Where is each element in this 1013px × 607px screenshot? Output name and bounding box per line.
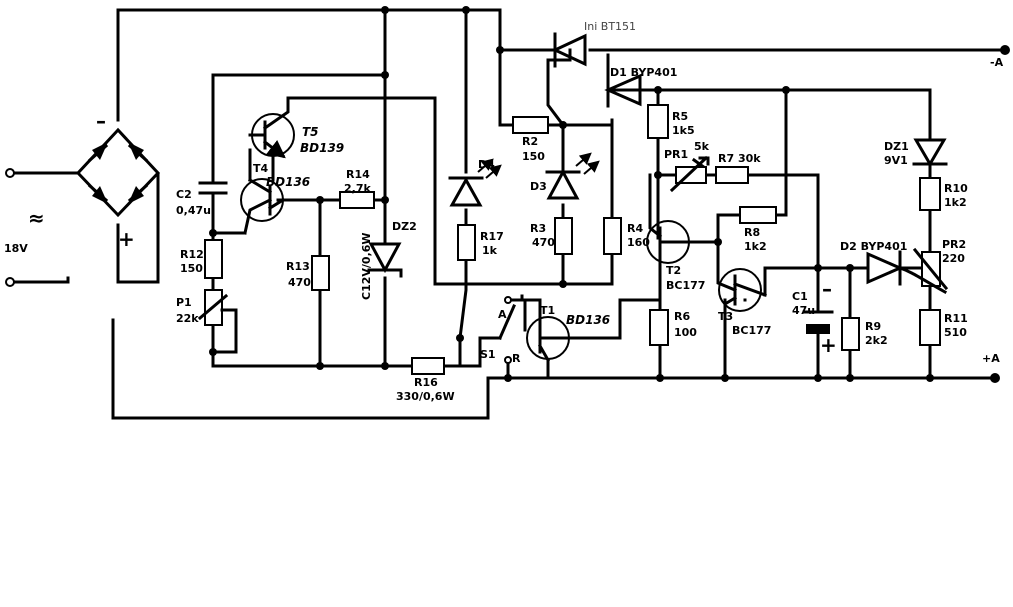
r17-name: R17: [480, 230, 504, 243]
ac-input-terminals: [5, 168, 15, 287]
r13-value: 470: [288, 276, 311, 289]
p1-value: 22k: [176, 312, 199, 325]
r2-name: R2: [522, 135, 538, 148]
d1-label: D1 BYP401: [610, 66, 677, 79]
c2-name: C2: [176, 188, 192, 201]
junction-dots: [209, 6, 1010, 383]
r10-value: 1k2: [944, 196, 967, 209]
t1-value: BD136: [566, 313, 610, 327]
d2-label: D2 BYP401: [840, 240, 907, 253]
r17-value: 1k: [482, 244, 498, 257]
r12-value: 150: [180, 262, 203, 275]
output-neg-label: -A: [990, 56, 1004, 69]
pr2-value: 220: [942, 252, 965, 265]
dz2-value: C12V/0,6W: [360, 232, 373, 300]
resistors: [204, 104, 941, 375]
r2-value: 150: [522, 150, 545, 163]
r12-name: R12: [180, 248, 204, 261]
transistor-t5: [248, 96, 295, 159]
t4-value: BD136: [266, 175, 310, 189]
r10-name: R10: [944, 182, 968, 195]
r5-value: 1k5: [672, 124, 695, 137]
capacitor-c2: [198, 181, 228, 218]
s1-name: S1: [480, 348, 496, 361]
c1-value: 47u: [792, 304, 815, 317]
r14-value: 2,7k: [344, 182, 371, 195]
r4-name: R4: [627, 222, 643, 235]
r11-name: R11: [944, 312, 968, 325]
r9-value: 2k2: [865, 334, 888, 347]
s1-r-label: R: [512, 352, 521, 365]
ac-symbol: ≈: [28, 206, 45, 230]
t4-name: T4: [253, 162, 269, 175]
r11-value: 510: [944, 326, 967, 339]
r8-name: R8: [744, 226, 760, 239]
s1-a-label: A: [498, 308, 507, 321]
r9-name: R9: [865, 320, 881, 333]
c1-minus: –: [822, 277, 832, 301]
bridge-plus-label: +: [118, 227, 135, 251]
r16-value: 330/0,6W: [396, 390, 455, 403]
r16-name: R16: [414, 376, 438, 389]
transistor-t4: [240, 177, 286, 235]
c1-name: C1: [792, 290, 808, 303]
diode-d2: [866, 250, 904, 286]
r3-value: 470: [532, 236, 555, 249]
t5-value: BD139: [300, 141, 344, 155]
d4-label: D4: [478, 158, 495, 171]
t3-name: T3: [718, 310, 733, 323]
thyristor-label: Ini BT151: [584, 20, 636, 33]
zener-dz2: [367, 188, 403, 278]
bridge-minus-label: –: [96, 109, 106, 133]
t1-name: T1: [540, 304, 555, 317]
zener-dz1: [912, 138, 948, 167]
potentiometers: [197, 155, 949, 354]
r8-value: 1k2: [744, 240, 767, 253]
dz1-name: DZ1: [884, 140, 909, 153]
led-d4: [448, 158, 502, 207]
t2-name: T2: [666, 264, 681, 277]
r14-name: R14: [346, 168, 370, 181]
r3-name: R3: [530, 222, 546, 235]
bridge-rectifier: [75, 127, 161, 218]
capacitor-c1: [802, 310, 834, 334]
p1-name: P1: [176, 296, 192, 309]
transistor-t2: [646, 173, 692, 264]
pr1-name: PR1: [664, 148, 688, 161]
c1-plus: +: [820, 333, 837, 357]
switch-s1: [498, 296, 516, 364]
labels: 18V ≈ – + -A +A Ini BT151 D1 BYP401 R5 1…: [4, 20, 1004, 403]
t3-value: BC177: [732, 324, 771, 337]
diode-d1: [604, 72, 642, 108]
r6-value: 100: [674, 326, 697, 339]
transistor-t1: [526, 316, 572, 363]
dz2-name: DZ2: [392, 220, 417, 233]
r4-value: 160: [627, 236, 650, 249]
transistor-t3: [716, 241, 767, 312]
led-d3: [545, 152, 600, 200]
c2-value: 0,47u: [176, 204, 211, 217]
output-pos-label: +A: [982, 352, 1000, 365]
thyristor: [551, 32, 587, 68]
r13-name: R13: [286, 260, 310, 273]
d3-label: D3: [530, 180, 547, 193]
t2-value: BC177: [666, 279, 705, 292]
pr2-name: PR2: [942, 238, 966, 251]
dz1-value: 9V1: [884, 154, 908, 167]
r7-label: R7 30k: [718, 152, 761, 165]
t5-name: T5: [302, 125, 319, 139]
r5-name: R5: [672, 110, 688, 123]
pr1-value: 5k: [694, 140, 710, 153]
supply-voltage-label: 18V: [4, 242, 28, 255]
r6-name: R6: [674, 310, 690, 323]
